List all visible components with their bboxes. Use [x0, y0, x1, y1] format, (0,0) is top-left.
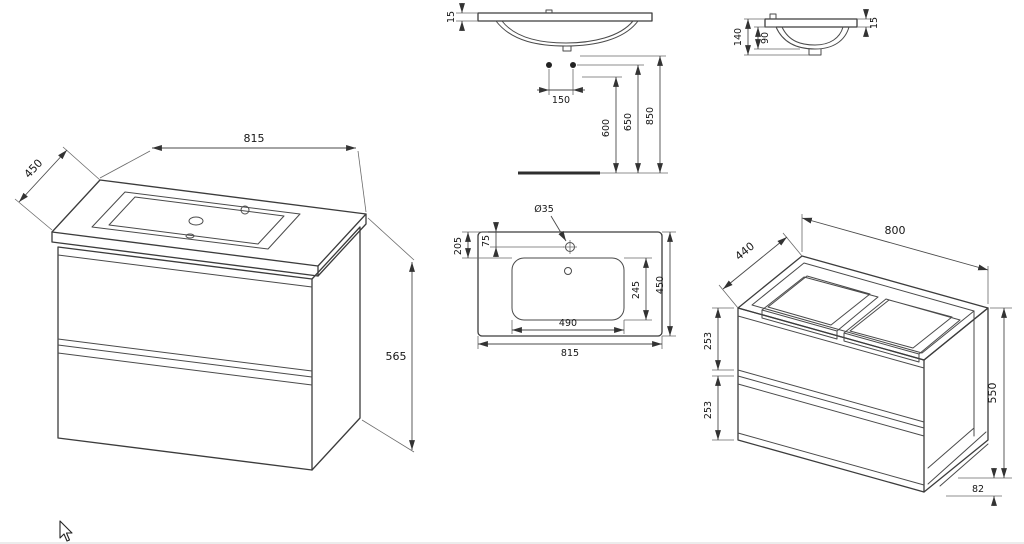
- bowl-profile-inner: [501, 20, 634, 44]
- dim-label-bowl-width: 490: [559, 318, 577, 329]
- basin-side-section-view: 140 90 15: [733, 9, 880, 56]
- tap-hole: [240, 205, 250, 215]
- extension-line: [958, 307, 1012, 479]
- overflow-hole: [185, 233, 195, 239]
- basin-plan-view: Ø35 75 205 245 450 490 815: [453, 204, 676, 359]
- dim-label-drawer-upper: 253: [703, 332, 714, 350]
- drain-hole: [188, 216, 204, 226]
- countertop-outline: [51, 179, 367, 267]
- extension-line: [718, 232, 803, 309]
- side-cutout-lines: [927, 427, 989, 487]
- fixing-hole-left: [546, 62, 552, 68]
- dim-label-90: 90: [760, 32, 771, 44]
- dim-label-rim: 15: [869, 17, 880, 29]
- drawer-gap-lines: [737, 369, 925, 429]
- extension-line: [367, 217, 415, 261]
- cabinet-top-outline: [737, 255, 989, 361]
- basin-outline: [477, 231, 663, 337]
- extension-line: [99, 150, 151, 179]
- dim-line-depth: [18, 149, 68, 203]
- dim-line-440: [722, 236, 788, 290]
- basin-front-section-view: 15: [446, 3, 653, 52]
- extension-line: [478, 231, 564, 248]
- bowl-profile: [495, 20, 639, 47]
- dim-label-650: 650: [623, 113, 634, 131]
- extension-line: [577, 55, 666, 78]
- drawer-box-right: [843, 298, 961, 363]
- dim-label-drawer-lower: 253: [703, 401, 714, 419]
- cabinet-front-face: [57, 246, 313, 471]
- extension-line: [548, 69, 574, 95]
- drawer-box-left: [761, 275, 879, 340]
- fixing-hole-right: [570, 62, 576, 68]
- dim-label-cabinet-height: 550: [986, 383, 999, 404]
- extension-line: [744, 18, 809, 56]
- cabinet-side-face: [923, 307, 989, 493]
- bowl-profile-inner: [781, 26, 844, 46]
- extension-line: [62, 146, 101, 181]
- cabinet-front-face: [737, 307, 925, 493]
- bowl-outline: [511, 257, 625, 321]
- dim-label-205: 205: [453, 237, 464, 255]
- tap-hole-notch: [545, 9, 553, 14]
- drawer-handle-grooves: [737, 315, 925, 437]
- dim-label-tap-hole: Ø35: [534, 204, 554, 215]
- cabinet-isometric-view: 440 800 253 253 550 82: [703, 214, 1012, 506]
- dim-label-850: 850: [645, 107, 656, 125]
- overflow-hole: [564, 267, 572, 275]
- mouse-pointer-icon: [59, 520, 73, 542]
- cabinet-side-face: [311, 226, 361, 471]
- dim-label-cabinet-depth: 440: [733, 240, 758, 263]
- dim-label-vanity-height: 565: [386, 350, 407, 363]
- tap-hole-centerlines: [563, 240, 577, 254]
- dim-label-75: 75: [481, 235, 492, 247]
- extension-line: [14, 198, 53, 231]
- dim-label-140: 140: [733, 28, 744, 46]
- drawer-handle-grooves: [57, 254, 313, 386]
- rim-outline: [764, 18, 858, 28]
- mounting-heights-diagram: 150 600 650 850: [518, 55, 668, 175]
- drain-stub: [562, 45, 572, 52]
- extension-line: [361, 419, 415, 453]
- dim-label-plan-width: 815: [561, 348, 579, 359]
- dim-label-245: 245: [631, 281, 642, 299]
- extension-line: [712, 307, 734, 441]
- basin-bowl-outline: [108, 196, 285, 245]
- rim-outline: [477, 12, 653, 22]
- cabinet-top-inner-rim: [751, 262, 975, 354]
- tap-hole-leader: [550, 215, 567, 242]
- basin-rim-outline: [91, 191, 301, 250]
- extension-line: [456, 12, 478, 22]
- tap-hole-notch: [769, 13, 777, 20]
- dim-label-vanity-width: 815: [244, 132, 265, 145]
- cabinet-bottom-inner-line: [737, 432, 925, 486]
- countertop-front-edge: [51, 231, 319, 277]
- drawer-gap-lines: [57, 338, 313, 378]
- dim-label-cabinet-width: 800: [885, 224, 906, 237]
- dim-label-rim: 15: [446, 11, 457, 23]
- dim-label-hole-spacing: 150: [552, 95, 570, 106]
- dim-label-plan-depth: 450: [655, 276, 666, 294]
- bowl-profile: [775, 26, 850, 50]
- drain-stub: [808, 48, 822, 56]
- vanity-isometric-view: 815 450 565: [14, 132, 415, 471]
- countertop-side-edge: [317, 213, 367, 277]
- extension-line: [357, 150, 367, 213]
- dim-line-800: [801, 217, 989, 271]
- dim-label-600: 600: [601, 119, 612, 137]
- dim-label-bottom-rail: 82: [972, 484, 984, 495]
